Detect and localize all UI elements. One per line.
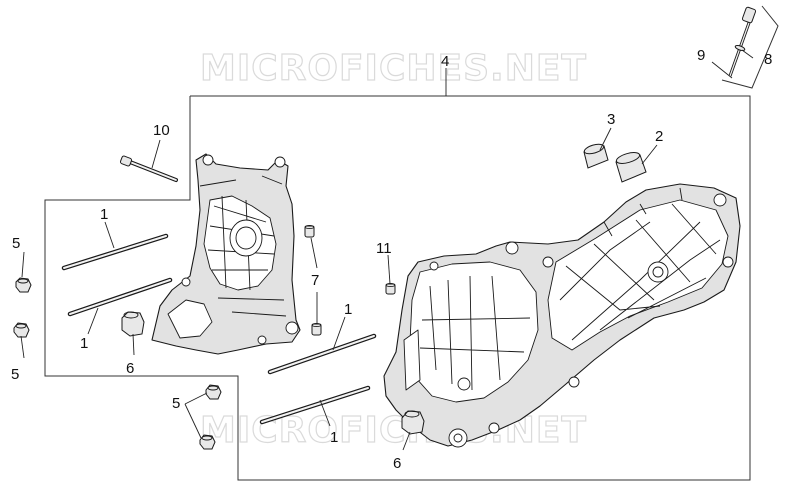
nut-a [15, 277, 32, 293]
sleeve-3 [583, 143, 609, 169]
nut-b [13, 322, 30, 338]
callout-3: 3 [607, 111, 615, 128]
left-crankcase-half [151, 153, 301, 355]
assembly-frame [44, 95, 751, 481]
callout-10: 10 [153, 122, 170, 139]
dipstick-bracket [721, 5, 779, 89]
stud-bolt-d [259, 385, 371, 425]
stud-bolt-b [67, 277, 173, 317]
sleeve-2 [615, 152, 647, 183]
dowel-pin-a [304, 224, 315, 238]
watermark-top: MICROFICHES.NET [200, 48, 587, 89]
callout-7: 7 [311, 272, 319, 289]
pin-11 [385, 282, 396, 295]
dipstick [728, 6, 757, 77]
long-bolt [119, 155, 178, 182]
dowel-pin-b [311, 322, 322, 336]
bushing-b [401, 410, 425, 435]
right-crankcase-half [383, 183, 741, 448]
callout-5-upper: 5 [12, 235, 20, 252]
callout-6-left: 6 [126, 360, 134, 377]
callout-1-middle: 1 [344, 301, 352, 318]
callout-8: 8 [764, 51, 772, 68]
bushing-a [121, 311, 145, 337]
callout-5-lower: 5 [11, 366, 19, 383]
callout-9: 9 [697, 47, 705, 64]
stud-bolt-c [267, 333, 377, 375]
watermark-bottom: MICROFICHES.NET [200, 410, 587, 451]
stud-bolt-a [61, 233, 169, 271]
leader-lines [20, 49, 754, 451]
nut-c [205, 384, 222, 400]
callout-2: 2 [655, 128, 663, 145]
callout-5-bottom: 5 [172, 395, 180, 412]
nut-d [199, 434, 216, 450]
callout-numbers: 1 1 1 1 2 3 4 5 5 5 6 6 7 8 9 10 11 [11, 47, 772, 472]
callout-1-bottom: 1 [330, 429, 338, 446]
callout-6-bottom: 6 [393, 455, 401, 472]
callout-1-upper-left: 1 [100, 206, 108, 223]
callout-1-lower-left: 1 [80, 335, 88, 352]
callout-11: 11 [376, 240, 392, 257]
callout-4: 4 [441, 53, 449, 70]
